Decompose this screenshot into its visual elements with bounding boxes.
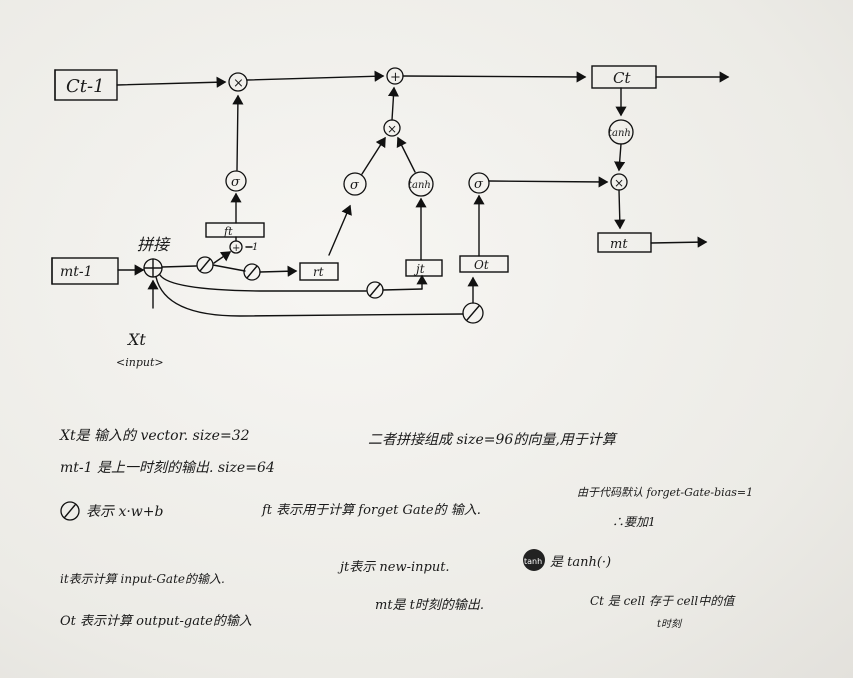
mt-out-arrow — [650, 236, 708, 248]
ot-linear-node — [462, 302, 484, 324]
rt-to-sigma-arrow — [328, 204, 352, 256]
svg-text:Ot: Ot — [474, 258, 489, 272]
forget-sigma-to-mult-arrow — [232, 94, 244, 171]
f-t-box: ft — [205, 222, 265, 238]
forget-to-add-arrow — [246, 70, 385, 82]
note-line1-right: 二者拼接组成 size=96的向量,用于计算 — [368, 432, 618, 448]
forget-multiply-node: × — [228, 72, 248, 92]
svg-text:σ: σ — [350, 178, 360, 193]
concat-to-ot-linear-line — [155, 276, 464, 317]
input-multiply-node: × — [383, 119, 401, 137]
concat-to-ft-linear-line — [161, 265, 197, 268]
c-prev-to-forget-mult-arrow — [116, 76, 227, 88]
input-mult-to-add-arrow — [387, 86, 400, 121]
m-prev-box: mt-1 — [51, 257, 119, 285]
svg-text:+: + — [232, 243, 240, 254]
o-t-box: Ot — [459, 255, 509, 273]
j-t-box: jt — [405, 259, 443, 277]
tanh-to-out-mult-arrow — [614, 143, 626, 172]
note-line3-a: 表示 x·w+b — [86, 504, 164, 520]
note-line5-d: t时刻 — [657, 618, 683, 630]
svg-text:×: × — [233, 76, 244, 91]
note-line5-c: Ct 是 cell 存于 cell中的值 — [590, 594, 736, 608]
note-line3-c: 由于代码默认 forget-Gate-bias=1 — [577, 486, 753, 499]
linear-symbol-icon — [60, 501, 80, 521]
svg-text:jt: jt — [413, 262, 425, 276]
svg-text:mt-1: mt-1 — [60, 264, 93, 280]
add-to-ct-arrow — [402, 71, 587, 83]
tanh-symbol-icon: tanh — [523, 549, 545, 571]
svg-text:tanh: tanh — [408, 180, 431, 191]
tanh-to-input-mult-arrow — [396, 136, 416, 173]
linear-to-rt-arrow — [259, 265, 298, 277]
note-line5-a: Ot 表示计算 output-gate的输入 — [60, 614, 252, 629]
svg-text:σ: σ — [474, 177, 484, 192]
c-t-box: Ct — [591, 65, 657, 89]
svg-text:tanh: tanh — [608, 128, 631, 139]
note-line4-c: 是 tanh(·) — [550, 555, 611, 570]
note-line3-b: ft 表示用于计算 forget Gate的 输入. — [261, 503, 481, 518]
out-mult-to-mt-arrow — [614, 189, 626, 230]
input-note: <input> — [116, 356, 164, 369]
note-line3-d: ∴要加1 — [612, 515, 656, 529]
input-sigma-node: σ — [343, 172, 367, 196]
svg-text:Ct-1: Ct-1 — [66, 76, 105, 97]
svg-text:tanh: tanh — [524, 557, 542, 566]
forget-sigma-node: σ — [225, 170, 247, 192]
svg-text:σ: σ — [231, 175, 241, 190]
c-prev-box: Ct-1 — [54, 69, 118, 101]
svg-text:Ct: Ct — [613, 69, 631, 87]
svg-text:mt: mt — [610, 237, 628, 252]
to-rt-linear-line — [212, 264, 246, 272]
output-tanh-node: tanh — [608, 119, 634, 145]
svg-text:+: + — [390, 70, 401, 85]
concat-label: 拼接 — [137, 235, 171, 254]
r-t-box: rt — [299, 262, 339, 281]
svg-text:×: × — [614, 176, 624, 190]
input-symbol: Xt — [126, 330, 146, 349]
ft-linear-node — [196, 256, 214, 274]
svg-text:rt: rt — [313, 265, 324, 279]
linear-to-bias-arrow — [213, 251, 232, 264]
svg-text:ft: ft — [223, 225, 233, 238]
svg-text:1: 1 — [252, 242, 258, 253]
output-multiply-node: × — [610, 173, 628, 191]
note-line4-a: it表示计算 input-Gate的输入. — [60, 572, 225, 586]
jt-linear-node — [366, 281, 384, 299]
note-line2: mt-1 是上一时刻的输出. size=64 — [60, 460, 275, 476]
new-input-tanh-node: tanh — [408, 171, 434, 197]
jt-linear-line — [382, 288, 423, 291]
note-line5-b: mt是 t时刻的输出. — [375, 598, 484, 613]
sigma-to-input-mult-arrow — [361, 136, 386, 175]
cell-add-node: + — [386, 67, 404, 85]
notes-section: Xt是 输入的 vector. size=32 二者拼接组成 size=96的向… — [59, 428, 753, 630]
bias-add-node: + 1 — [229, 240, 258, 254]
out-sigma-to-mult-arrow — [488, 176, 609, 188]
concat-to-jt-linear-line — [159, 274, 367, 292]
note-line1: Xt是 输入的 vector. size=32 — [59, 428, 250, 444]
output-sigma-node: σ — [468, 172, 490, 194]
rt-linear-node — [243, 263, 261, 281]
concat-node — [143, 258, 163, 278]
note-line4-b: jt表示 new-input. — [337, 560, 450, 575]
svg-text:×: × — [387, 122, 397, 136]
m-t-box: mt — [597, 232, 652, 253]
